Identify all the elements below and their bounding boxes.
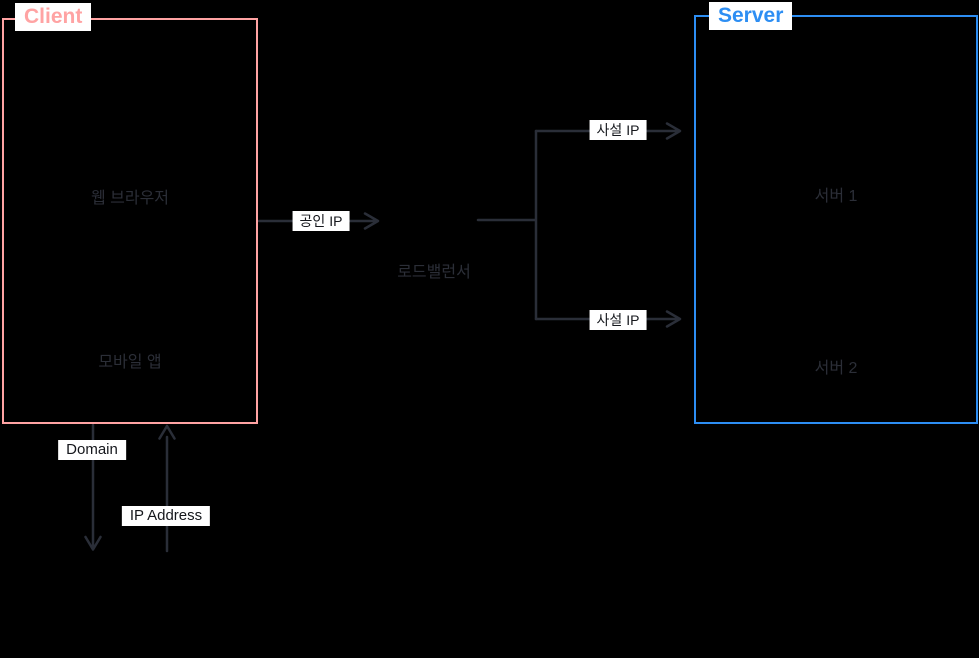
server2-node-label: 서버 2	[814, 360, 858, 377]
load-balancer-node-label: 로드밸런서	[397, 264, 471, 281]
arrow-ip-address-up	[158, 424, 176, 553]
public-ip-edge-label: 공인 IP	[292, 211, 350, 231]
private-ip-top-edge-label: 사설 IP	[589, 120, 647, 140]
server1-node-label: 서버 1	[814, 188, 858, 205]
web-browser-node-label: 웹 브라우저	[90, 190, 170, 207]
load-balancer-branch-connector	[476, 129, 538, 321]
ip-address-edge-label: IP Address	[121, 506, 211, 526]
domain-edge-label: Domain	[58, 440, 126, 460]
mobile-app-node-label: 모바일 앱	[98, 354, 162, 371]
client-box-title: Client	[15, 3, 92, 31]
server-box	[694, 15, 978, 424]
private-ip-bottom-edge-label: 사설 IP	[589, 310, 647, 330]
client-box	[2, 18, 258, 424]
server-box-title: Server	[709, 2, 793, 30]
